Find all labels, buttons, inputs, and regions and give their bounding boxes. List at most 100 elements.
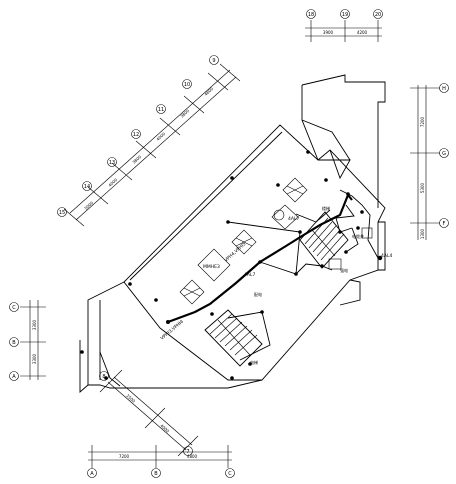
junction-dot [226,220,230,224]
side-panel [361,227,373,239]
axis-bubble-19 [340,9,350,19]
junction-dot [230,376,234,380]
junction-dot [258,260,262,264]
axis-label-20: 20 [375,12,381,18]
junction-dot [294,272,298,276]
panel-mid-label: 4AL7 [244,272,255,278]
room-main-box [197,248,231,282]
dim-diag-2: 4000 [107,177,118,188]
junction-dot [306,150,310,154]
note-4: 电梯 [250,359,258,365]
dim-left-1: 3300 [32,319,37,330]
axis-label-8: 8 [102,374,105,380]
axis-bubble-11 [156,104,166,114]
junction-dot [276,183,280,187]
axis-label-A: A [12,374,16,380]
small-panel [328,258,342,270]
axis-bubble-14 [82,181,92,191]
axis-label-F: F [443,221,446,227]
axis-bubble-G [439,148,449,158]
axis-bubble-13 [107,157,117,167]
axis-label-G: G [442,151,446,157]
axis-bubble-12 [131,129,141,139]
axis-label-10: 10 [184,82,190,88]
note-3: 强电 [340,267,348,273]
axis-bubble-A [9,371,19,381]
axis-bubble-15 [57,207,67,217]
dim-right-3: 1300 [420,228,425,239]
junction-dot [356,226,360,230]
axis-group-right: H G F 7200 5300 1300 [410,83,449,240]
note-5: 楼梯 [322,205,330,211]
junction-dot [248,362,252,366]
axis-group-left: C B A 3300 3300 [9,300,46,381]
junction-dot [324,178,328,182]
shaft-box-3 [179,279,205,305]
dim-diag-5: 3800 [179,108,190,119]
junction-dot [128,282,132,286]
axis-bubble-bottom-A [87,468,97,478]
dim-left-2: 3300 [32,353,37,364]
junction-dot [80,350,84,354]
junction-dot [346,192,350,196]
axis-bubble-H [439,83,449,93]
axis-group-bottom: A B C 7200 4800 [87,445,235,478]
axis-bubble-C [9,302,19,312]
dim-right-1: 7200 [420,116,425,127]
dim-bottom-2: 4800 [187,454,198,459]
equipment-boxes [179,177,373,305]
axis-label-14: 14 [84,184,90,190]
shaft-box-1 [282,177,308,203]
dim-diag-4: 4000 [155,131,166,142]
axis-label-18: 18 [308,12,314,18]
dim-diag-8: 4000 [159,423,170,434]
junction-points [80,150,383,380]
dim-diag-6: 4600 [203,86,214,97]
riser-label: VPH4,VPHI5 [223,241,247,264]
axis-label-7: 7 [186,449,189,455]
panel-corner-label: 4AL4 [381,253,392,259]
round-box [271,204,299,230]
shaft-box-2 [231,229,257,255]
dim-diag-7: 2500 [125,393,136,404]
junction-dot [104,376,108,380]
round-fixture-icon [273,209,285,221]
axis-bubble-8 [99,371,109,381]
axis-bubble-B [9,337,19,347]
junction-dot [166,320,170,324]
axis-group-diagonal-lower: 8 7 2500 4000 [99,369,199,457]
junction-dot [338,230,342,234]
axis-group-top-right: 18 19 20 3900 4200 [305,9,383,42]
axis-bubble-bottom-B [151,468,161,478]
junction-dot [154,298,158,302]
axis-label-bottom-B: B [154,471,158,477]
note-2: 配电 [254,291,262,297]
axis-bubble-7 [183,446,193,456]
junction-dot [377,255,383,261]
axis-bubble-20 [373,9,383,19]
axis-label-B: B [12,340,16,346]
axis-label-11: 11 [158,107,164,113]
dim-right-2: 5300 [420,182,425,193]
junction-dot [344,250,348,254]
axis-label-C: C [12,305,16,311]
axis-label-bottom-C: C [228,471,232,477]
junction-dot [320,264,324,268]
axis-bubble-F [439,218,449,228]
panel-upper-label: 4AL7 [288,216,299,222]
axis-bubble-10 [182,79,192,89]
junction-dot [210,312,214,316]
axis-label-9: 9 [212,58,215,64]
axis-label-12: 12 [133,132,139,138]
axis-label-19: 19 [342,12,348,18]
dim-top-right-2: 4200 [357,30,368,35]
wiring [99,189,379,387]
note-1: 电缆井 [352,233,364,239]
dim-diag-1: 5000 [83,200,94,211]
stair-lower [204,309,263,367]
junction-dot [230,176,234,180]
junction-dot [298,230,302,234]
room-main-label: MMHE3 [203,264,220,270]
axis-bubble-18 [306,9,316,19]
